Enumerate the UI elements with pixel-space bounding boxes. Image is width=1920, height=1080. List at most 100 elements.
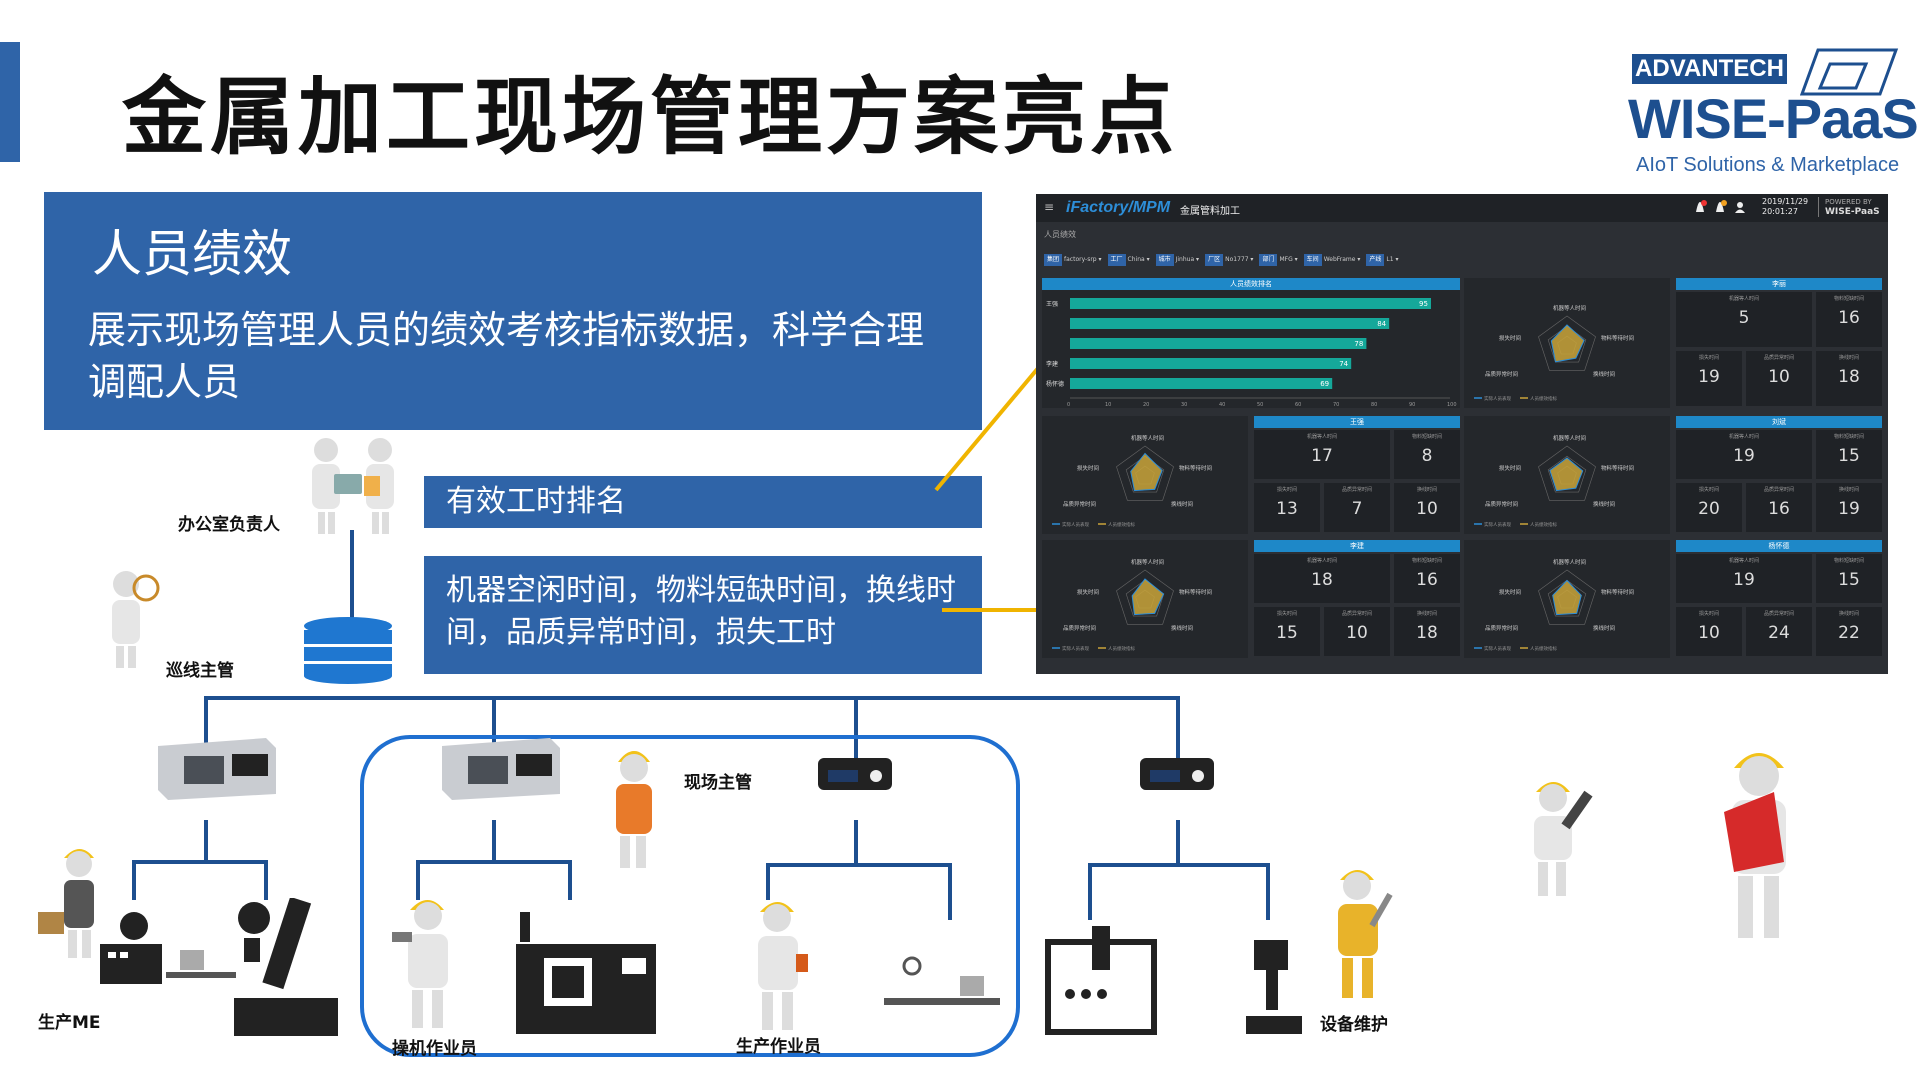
filter-value: MFG ▾ [1279,256,1298,263]
radar-panel: 机器等人时间物料等待时间换线时间品质异常时间损失时间实际人员表现人员绩效指标 [1042,416,1248,534]
radar-axis-label: 损失时间 [1077,588,1099,596]
menu-icon[interactable]: ≡ [1044,200,1055,214]
ranking-name: 杨怀德 [1046,380,1064,388]
radar-area [1130,452,1163,492]
stat-card-title: 品质异常时间 [1341,487,1372,493]
radar-legend: 实际人员表现 [1484,521,1511,528]
radar-panel: 机器等人时间物料等待时间换线时间品质异常时间损失时间实际人员表现人员绩效指标 [1464,540,1670,658]
filter-value: China ▾ [1127,256,1150,263]
radar-chart: 机器等人时间物料等待时间换线时间品质异常时间损失时间实际人员表现人员绩效指标 [1052,558,1212,652]
stat-card-value: 16 [1416,570,1438,590]
stat-card-title: 损失时间 [1698,355,1719,361]
radar-axis-label: 品质异常时间 [1485,370,1518,378]
conveyor-icon-1 [166,950,236,978]
filter-value: L1 ▾ [1386,256,1399,263]
filter-key: 车间 [1303,254,1322,266]
gateway-icon-2 [1140,758,1214,790]
conveyor-icon-2 [884,956,1000,1005]
radar-axis-label: 机器等人时间 [1553,434,1586,442]
stat-card-value: 15 [1838,570,1860,590]
radar-axis-label: 换线时间 [1593,500,1615,508]
ranking-value: 69 [1320,380,1329,388]
stat-card: 物料短缺时间 16 [1394,554,1460,603]
filter-value: No1777 ▾ [1225,256,1254,263]
accent-bar [0,42,20,162]
ranking-name: 李建 [1046,360,1058,368]
stat-card-value: 8 [1421,446,1433,466]
radar-area [1549,457,1584,492]
stat-card-title: 物料短缺时间 [1833,434,1864,440]
stat-card-title: 物料短缺时间 [1411,558,1442,564]
radar-legend: 人员绩效指标 [1530,521,1557,528]
dashboard-topbar: ≡ iFactory/MPM 金属管料加工 2019/11/29 20:01:2… [1036,194,1888,222]
filter-key: 集团 [1044,254,1063,266]
stat-card-person: 杨怀德 [1676,540,1882,552]
info-box: 人员绩效 展示现场管理人员的绩效考核指标数据，科学合理调配人员 [44,192,982,430]
dashboard-app-name: 金属管料加工 [1180,206,1240,217]
radar-axis-label: 品质异常时间 [1485,500,1518,508]
stat-card-title: 损失时间 [1276,487,1297,493]
radar-axis-label: 物料等待时间 [1601,464,1634,472]
stat-card-title: 换线时间 [1838,487,1859,493]
drill-press-icon [1246,940,1302,1034]
brand-logo: ADVANTECH WISE-PaaS AIoT Solutions & Mar… [1620,32,1919,182]
ranking-tick: 0 [1067,402,1070,408]
gateway-icon-1 [818,758,892,790]
stat-card-person: 王强 [1254,416,1460,428]
ranking-bar [1070,338,1367,349]
stat-card-value: 5 [1738,308,1750,328]
stat-card-value: 24 [1768,623,1790,643]
stat-card-value: 22 [1838,623,1860,643]
stat-card-title: 机器等人时间 [1728,434,1759,440]
radar-legend: 实际人员表现 [1484,395,1511,402]
radar-legend: 实际人员表现 [1484,645,1511,652]
stat-card-title: 损失时间 [1698,487,1719,493]
equipment-maintenance-label: 设备维护 [1320,1015,1388,1035]
stat-card-title: 物料短缺时间 [1833,558,1864,564]
safety-worker-icon [1724,753,1786,938]
powered-by-name: WISE-PaaS [1825,207,1880,217]
radar-axis-label: 品质异常时间 [1485,624,1518,632]
brand-badge: ADVANTECH [1632,54,1787,84]
radar-legend: 实际人员表现 [1062,521,1089,528]
stat-card-value: 15 [1276,623,1298,643]
robot-arm-icon [234,898,338,1036]
ranking-value: 74 [1339,360,1348,368]
production-group-frame [360,735,1020,1057]
filter-key: 工厂 [1107,254,1126,266]
page-title: 金属加工现场管理方案亮点 [122,68,1179,166]
stat-card-title: 换线时间 [1416,487,1437,493]
stat-card-title: 机器等人时间 [1306,434,1337,440]
radar-axis-label: 损失时间 [1499,588,1521,596]
radar-panel: 机器等人时间物料等待时间换线时间品质异常时间损失时间实际人员表现人员绩效指标 [1464,278,1670,408]
ranking-value: 84 [1377,320,1386,328]
filter-value: Jinhua ▾ [1175,256,1200,263]
stat-card-title: 损失时间 [1698,611,1719,617]
stat-card-title: 物料短缺时间 [1833,296,1864,302]
office-manager-icon [312,438,394,534]
radar-panel: 机器等人时间物料等待时间换线时间品质异常时间损失时间实际人员表现人员绩效指标 [1464,416,1670,534]
ranking-bar [1070,318,1390,329]
ranking-label: 有效工时排名 [424,476,982,528]
